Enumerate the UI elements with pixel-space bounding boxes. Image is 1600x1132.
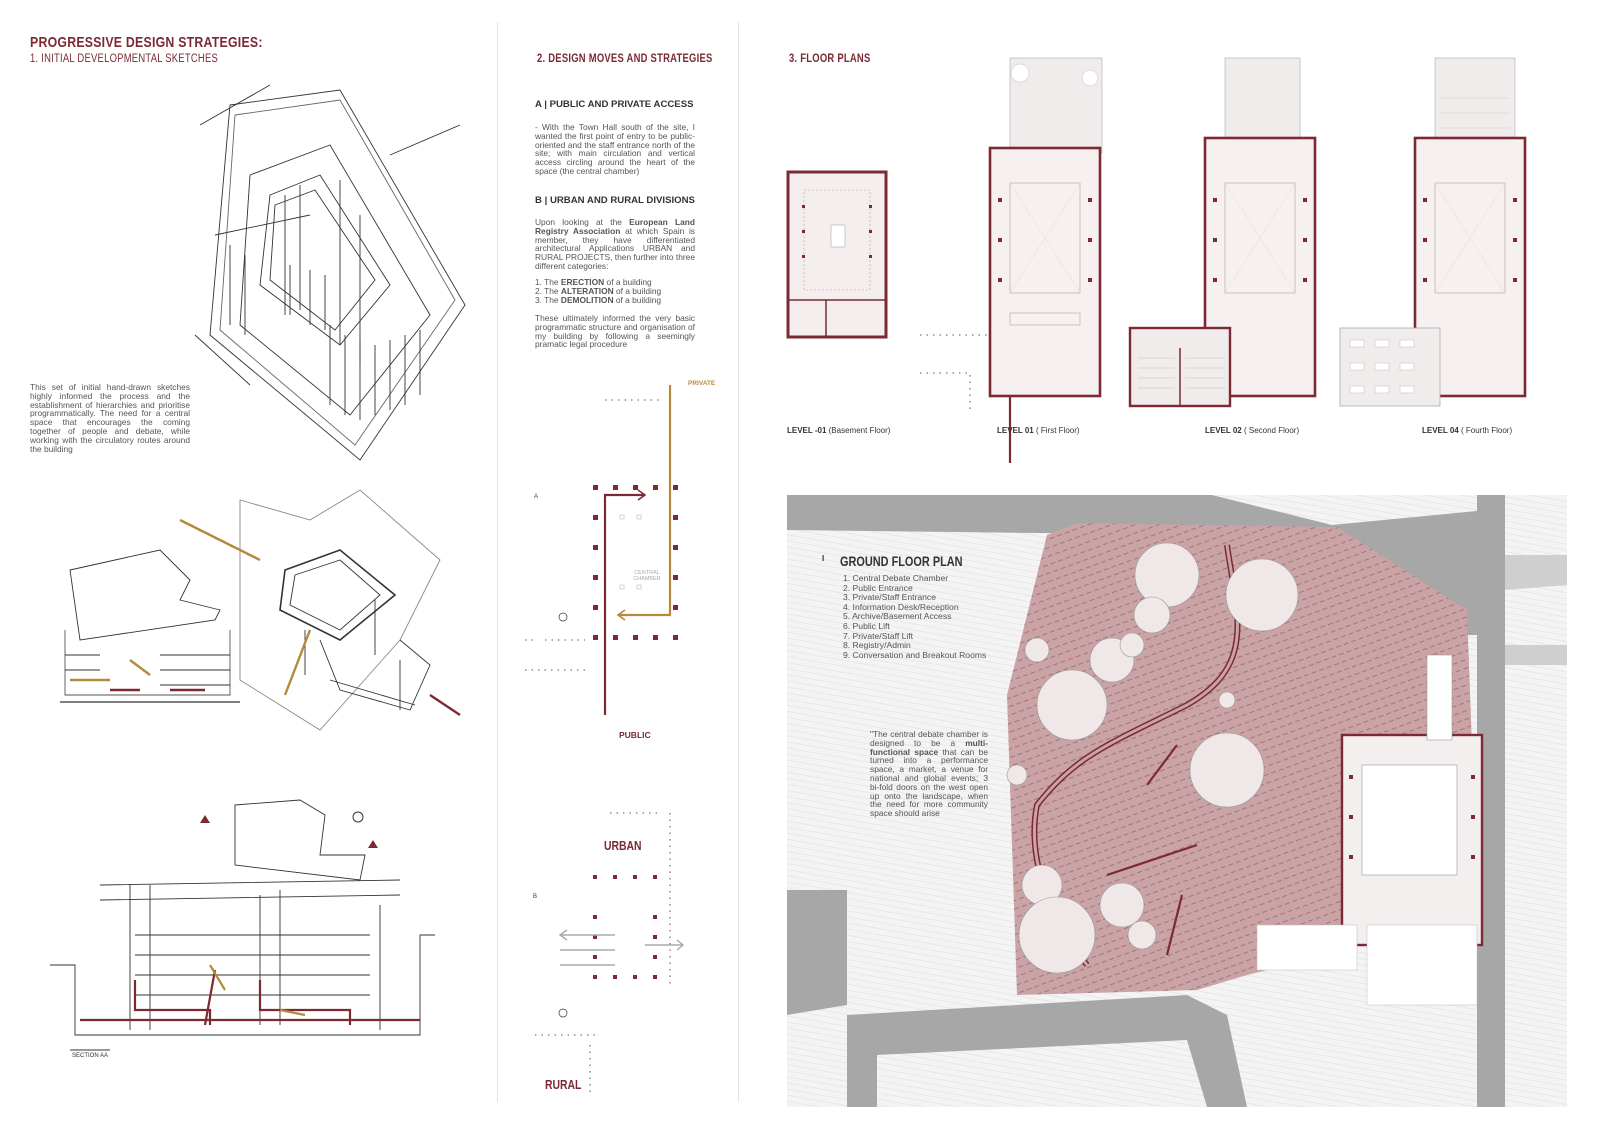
categories-list: 1. The ERECTION of a building 2. The ALT… [535,278,695,304]
category-item-2: 2. The ALTERATION of a building [535,285,662,296]
level-label-01: LEVEL 01 ( First Floor) [997,426,1080,435]
legend-item-9: 9. Conversation and Breakout Rooms [843,649,987,660]
heading-public-private: A | PUBLIC AND PRIVATE ACCESS [535,99,694,110]
legend-item-8: 8. Registry/Admin [843,640,911,651]
ground-floor-title: GROUND FLOOR PLAN [840,553,963,569]
label-rural: RURAL [545,1077,582,1092]
sketch-description: This set of initial hand-drawn sketches … [30,382,190,454]
column-divider-1 [497,22,498,1102]
sketch-section-3 [50,799,435,1051]
label-public: PUBLIC [619,730,651,740]
page-subtitle: 1. INITIAL DEVELOPMENTAL SKETCHES [30,53,219,65]
ground-floor-marker: I [822,554,825,563]
text-public-private: - With the Town Hall south of the site, … [535,122,695,176]
legend-item-6: 6. Public Lift [843,620,890,631]
plan-level-01-dots [920,334,990,410]
label-diagram-b: B [533,894,538,900]
label-urban: URBAN [604,838,642,853]
legend-item-2: 2. Public Entrance [843,582,913,593]
floor-plans-title: 3. FLOOR PLANS [789,53,871,65]
legend-item-1: 1. Central Debate Chamber [843,573,949,583]
legend-item-5: 5. Archive/Basement Access [843,611,952,622]
legend-item-7: 7. Private/Staff Lift [843,630,914,641]
category-item-1: 1. The ERECTION of a building [535,277,652,287]
column-divider-2 [738,22,739,1102]
label-private: PRIVATE [688,380,716,387]
label-central-chamber: CENTRAL CHAMBER [633,570,661,582]
sketch-isometric-1 [194,84,466,461]
ground-floor-quote: "The central debate chamber is designed … [870,729,988,819]
diagram-urban-rural [535,812,685,1095]
plan-level-04 [1339,57,1527,407]
text-urban-rural: Upon looking at the European Land Regist… [535,217,695,271]
sketch-massing-2 [60,489,461,731]
ground-floor-legend: 1. Central Debate Chamber 2. Public Entr… [843,573,987,660]
level-label-minus-01: LEVEL -01 (Basement Floor) [787,426,891,435]
ground-floor-site-plan [787,495,1567,1107]
plan-level-minus-01 [786,170,888,339]
page-title: PROGRESSIVE DESIGN STRATEGIES: [30,34,263,51]
design-moves-title: 2. DESIGN MOVES AND STRATEGIES [537,53,713,65]
legend-item-4: 4. Information Desk/Reception [843,601,959,612]
text-programmatic: These ultimately informed the very basic… [535,313,695,350]
section-label: SECTION AA [72,1053,109,1059]
heading-urban-rural: B | URBAN AND RURAL DIVISIONS [535,195,695,206]
legend-item-3: 3. Private/Staff Entrance [843,592,936,603]
plan-level-02 [1128,57,1317,408]
category-item-3: 3. The DEMOLITION of a building [535,294,661,305]
level-label-02: LEVEL 02 ( Second Floor) [1205,426,1300,435]
label-diagram-a: A [534,494,539,500]
diagram-public-private [525,385,678,715]
plan-level-01 [988,57,1103,463]
level-label-04: LEVEL 04 ( Fourth Floor) [1422,426,1513,435]
